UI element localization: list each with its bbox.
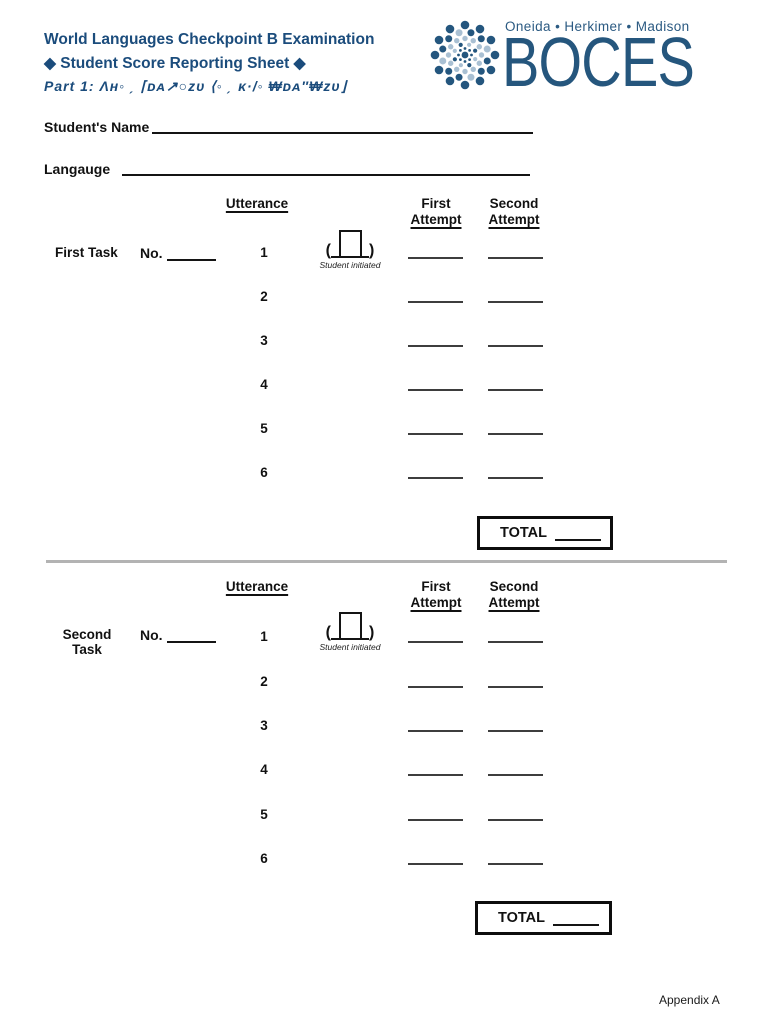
utterance-number: 5 [260,421,268,436]
utterance-number: 4 [260,762,268,777]
utterance-number: 2 [260,674,268,689]
second-attempt-blank[interactable] [488,477,543,479]
first-task-no-line[interactable] [167,244,216,261]
utterance-row-2: 2 [0,289,770,311]
first-attempt-blank[interactable] [408,730,463,732]
second-attempt-column-header: Second Attempt [488,579,540,610]
utterance-row-3: 3 [0,718,770,740]
first-attempt-blank[interactable] [408,257,463,259]
utterance-column-header: Utterance [225,579,289,594]
logo-sunburst-icon [430,20,500,90]
first-task-label: First Task [55,245,118,260]
utterance-number: 3 [260,333,268,348]
language-line[interactable] [122,159,530,176]
utterance-number: 2 [260,289,268,304]
second-attempt-blank[interactable] [488,819,543,821]
second-attempt-blank[interactable] [488,641,543,643]
total-blank[interactable] [554,526,601,541]
student-initiated-parens: ( ) [312,230,388,259]
utterance-row-2: 2 [0,674,770,696]
language-label: Langauge [44,161,111,177]
second-attempt-blank[interactable] [488,774,543,776]
utterance-row-5: 5 [0,807,770,829]
part-1-line: Part 1: Λʜ◦ ˏ ⌈ᴅᴀ↗○ᴢᴜ ⟨◦ ˏ ᴋ·/◦ ₩ᴅᴀ″₩ᴢᴜ⌋ [44,78,348,94]
second-task-no-label: No. [140,627,163,643]
utterance-row-6: 6 [0,851,770,873]
second-attempt-blank[interactable] [488,863,543,865]
second-attempt-blank[interactable] [488,257,543,259]
utterance-row-3: 3 [0,333,770,355]
second-attempt-blank[interactable] [488,686,543,688]
first-attempt-blank[interactable] [408,389,463,391]
first-task-no-label: No. [140,245,163,261]
logo-name-text: BOCES [502,23,695,101]
utterance-row-4: 4 [0,762,770,784]
student-initiated-checkbox[interactable] [338,230,362,258]
total-label: TOTAL [500,525,547,541]
page-title: World Languages Checkpoint B Examination [44,31,375,48]
page-subtitle: ◆ Student Score Reporting Sheet ◆ [44,55,306,72]
total-label: TOTAL [498,910,545,926]
student-initiated-label: Student initiated [319,642,381,652]
student-initiated-label: Student initiated [319,260,381,270]
second-attempt-column-header: Second Attempt [488,196,540,227]
second-attempt-blank[interactable] [488,389,543,391]
utterance-row-4: 4 [0,377,770,399]
section-divider [46,560,727,563]
second-attempt-blank[interactable] [488,730,543,732]
boces-logo: Oneida • Herkimer • Madison BOCES [407,6,727,106]
first-attempt-column-header: First Attempt [410,579,462,610]
first-attempt-blank[interactable] [408,863,463,865]
first-attempt-blank[interactable] [408,477,463,479]
utterance-row-1: 1 [0,629,770,651]
student-name-label: Student's Name [44,119,150,135]
first-task-total-box: TOTAL [477,516,613,550]
first-attempt-blank[interactable] [408,686,463,688]
appendix-label: Appendix A [659,993,720,1007]
second-task-label: Second Task [62,627,112,657]
student-initiated-checkbox[interactable] [338,612,362,640]
utterance-row-5: 5 [0,421,770,443]
utterance-number: 3 [260,718,268,733]
utterance-column-header: Utterance [225,196,289,211]
utterance-number: 1 [260,629,268,644]
first-attempt-blank[interactable] [408,774,463,776]
utterance-number: 1 [260,245,268,260]
utterance-number: 4 [260,377,268,392]
utterance-number: 5 [260,807,268,822]
first-attempt-blank[interactable] [408,641,463,643]
first-attempt-blank[interactable] [408,345,463,347]
second-task-total-box: TOTAL [475,901,612,935]
total-blank[interactable] [552,911,599,926]
logo-region-text: Oneida • Herkimer • Madison [505,19,690,34]
second-task-no-line[interactable] [167,626,216,643]
student-initiated-marker: ( ) Student initiated [312,612,388,652]
student-name-line[interactable] [152,117,533,134]
first-attempt-blank[interactable] [408,301,463,303]
first-attempt-blank[interactable] [408,433,463,435]
first-attempt-column-header: First Attempt [410,196,462,227]
second-attempt-blank[interactable] [488,301,543,303]
first-attempt-blank[interactable] [408,819,463,821]
utterance-number: 6 [260,851,268,866]
utterance-row-6: 6 [0,465,770,487]
utterance-row-1: 1 [0,245,770,267]
second-attempt-blank[interactable] [488,345,543,347]
student-initiated-parens: ( ) [312,612,388,641]
student-initiated-marker: ( ) Student initiated [312,230,388,270]
utterance-number: 6 [260,465,268,480]
second-attempt-blank[interactable] [488,433,543,435]
